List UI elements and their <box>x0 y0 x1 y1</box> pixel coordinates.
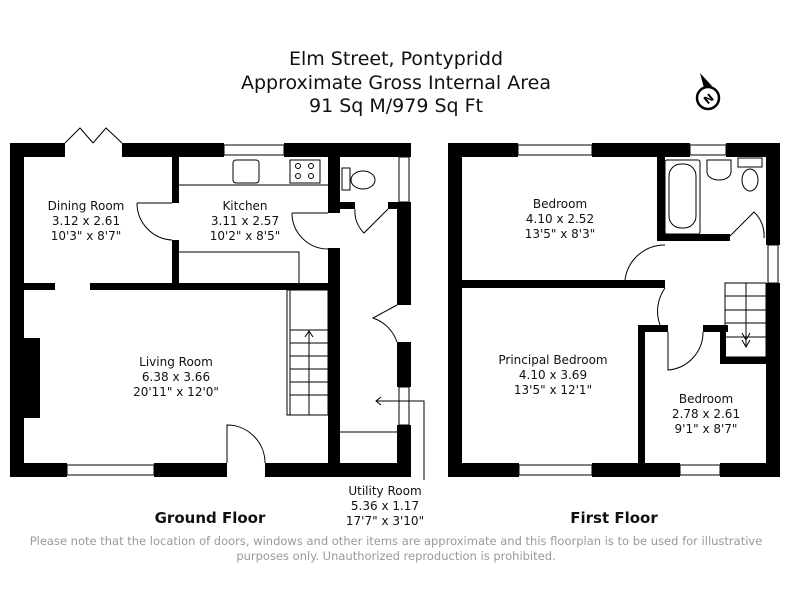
room-name: Utility Room <box>348 484 421 498</box>
wall <box>592 463 680 477</box>
wall <box>448 143 462 477</box>
worktop <box>179 184 328 283</box>
wall <box>388 202 399 209</box>
room-name: Kitchen <box>222 199 267 213</box>
wall <box>328 157 340 213</box>
wall <box>657 234 730 241</box>
room-size-imperial: 10'3" x 8'7" <box>51 229 122 243</box>
window <box>518 464 593 476</box>
window <box>679 464 721 476</box>
wall <box>720 325 726 362</box>
wall <box>24 283 55 290</box>
window <box>689 144 727 156</box>
wall <box>397 143 411 157</box>
bath-icon <box>664 159 701 235</box>
room-name: Bedroom <box>533 197 587 211</box>
basin-icon <box>706 159 732 181</box>
room-name: Bedroom <box>679 392 733 406</box>
window <box>767 244 779 284</box>
room-size-metric: 5.36 x 1.17 <box>351 499 419 513</box>
staircase <box>286 289 329 416</box>
wall <box>154 463 227 477</box>
wall <box>265 463 411 477</box>
wall <box>448 143 518 157</box>
door <box>624 244 666 326</box>
wall <box>720 357 766 364</box>
french-doors <box>64 127 123 144</box>
hob-icon <box>289 159 321 184</box>
first-floor-label: First Floor <box>570 509 658 527</box>
wall <box>638 325 668 332</box>
bath-inner <box>668 163 697 229</box>
wall <box>397 342 411 387</box>
window <box>398 386 410 426</box>
door <box>136 202 173 241</box>
door <box>291 212 329 250</box>
area-value: 91 Sq M/979 Sq Ft <box>308 95 483 117</box>
toilet-icon <box>737 157 763 192</box>
window <box>517 144 593 156</box>
room-size-imperial: 10'2" x 8'5" <box>210 229 281 243</box>
room-size-metric: 4.10 x 3.69 <box>519 368 587 382</box>
wall <box>657 157 665 238</box>
wall <box>10 143 24 477</box>
wall <box>462 280 665 288</box>
wall <box>720 463 780 477</box>
toilet-icon <box>341 167 376 191</box>
wall <box>592 143 690 157</box>
disclaimer: Please note that the location of doors, … <box>29 534 763 563</box>
room-size-metric: 2.78 x 2.61 <box>672 407 740 421</box>
wall <box>90 283 340 290</box>
ground-floor-plan: Dining Room 3.12 x 2.61 10'3" x 8'7" Kit… <box>10 127 425 528</box>
sink-icon <box>232 159 260 184</box>
wall <box>328 248 340 463</box>
wall <box>172 240 179 284</box>
north-compass-icon: N <box>695 73 721 111</box>
room-name: Living Room <box>139 355 213 369</box>
window <box>66 464 155 476</box>
wall <box>10 463 67 477</box>
wall <box>397 425 411 477</box>
room-name: Dining Room <box>48 199 125 213</box>
wc-door <box>354 208 389 234</box>
wall <box>638 325 645 463</box>
wall <box>122 143 224 157</box>
room-size-metric: 3.11 x 2.57 <box>211 214 279 228</box>
room-size-imperial: 17'7" x 3'10" <box>346 514 424 528</box>
ground-floor-label: Ground Floor <box>155 509 266 527</box>
utility-pointer <box>375 396 425 480</box>
room-size-metric: 4.10 x 2.52 <box>526 212 594 226</box>
window <box>398 156 410 203</box>
area-label: Approximate Gross Internal Area <box>241 72 551 94</box>
address-title: Elm Street, Pontypridd <box>288 48 504 70</box>
side-door <box>371 304 398 343</box>
window <box>223 144 285 156</box>
wall <box>703 325 728 332</box>
first-floor-plan: Bedroom 4.10 x 2.52 13'5" x 8'3" Princip… <box>448 143 780 527</box>
room-name: Principal Bedroom <box>498 353 607 367</box>
room-size-imperial: 9'1" x 8'7" <box>675 422 738 436</box>
room-size-metric: 3.12 x 2.61 <box>52 214 120 228</box>
wall <box>766 283 780 477</box>
door <box>667 331 704 371</box>
wall <box>172 157 179 203</box>
wall <box>397 202 411 305</box>
chimney-breast <box>10 338 40 418</box>
wall <box>766 143 780 245</box>
wall <box>448 463 519 477</box>
wall <box>330 202 355 209</box>
wall <box>284 143 411 157</box>
room-size-metric: 6.38 x 3.66 <box>142 370 210 384</box>
room-size-imperial: 13'5" x 8'3" <box>525 227 596 241</box>
staircase <box>724 282 767 358</box>
room-size-imperial: 20'11" x 12'0" <box>133 385 219 399</box>
bathroom-door <box>729 211 765 239</box>
front-door <box>226 424 266 464</box>
room-size-imperial: 13'5" x 12'1" <box>514 383 592 397</box>
